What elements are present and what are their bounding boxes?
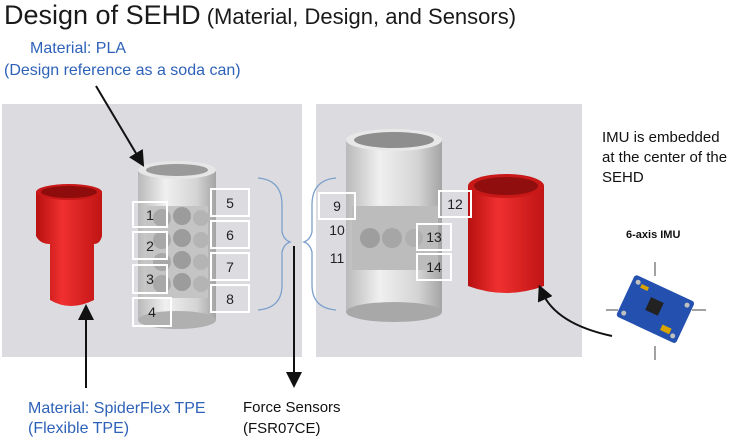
- flexible-tpe-label: (Flexible TPE): [28, 420, 130, 437]
- tpe-cap-right: [468, 174, 544, 293]
- sensor-label-11: 11: [329, 250, 345, 266]
- sensor-label-13: 13: [416, 223, 452, 251]
- imu-board: [616, 275, 695, 343]
- imu-note-line-3: SEHD: [602, 169, 644, 186]
- sensor-label-1: 1: [132, 201, 168, 228]
- imu-note-line-1: IMU is embedded: [602, 129, 720, 146]
- sensor-label-2: 2: [132, 231, 168, 260]
- imu-note-line-2: at the center of the: [602, 149, 728, 166]
- page-title: Design of SEHD (Material, Design, and Se…: [4, 0, 516, 31]
- sensor-label-14: 14: [416, 253, 452, 281]
- title-subtitle: (Material, Design, and Sensors): [200, 4, 517, 29]
- sensor-label-9: 9: [318, 192, 356, 220]
- left-bracket: [257, 177, 293, 311]
- force-sensors-label: Force Sensors: [243, 399, 341, 416]
- sensor-label-7: 7: [210, 252, 250, 281]
- arrow-pla: [95, 85, 145, 167]
- right-bracket: [301, 177, 337, 311]
- arrow-imu: [537, 284, 613, 337]
- material-pla-label: Material: PLA: [30, 40, 127, 57]
- sensor-model-label: (FSR07CE): [243, 420, 321, 437]
- pla-cylinder-right: [346, 129, 442, 322]
- sensor-label-4: 4: [132, 297, 172, 327]
- sensor-label-3: 3: [132, 264, 168, 294]
- sensor-label-5: 5: [210, 188, 250, 217]
- imu-axes: [606, 262, 706, 360]
- material-tpe-label: Material: SpiderFlex TPE: [28, 400, 206, 417]
- design-reference-label: (Design reference as a soda can): [4, 62, 241, 79]
- title-main: Design of SEHD: [4, 0, 201, 30]
- sensor-label-12: 12: [438, 190, 472, 218]
- sensor-label-6: 6: [210, 220, 250, 249]
- imu-caption: 6-axis IMU: [626, 229, 681, 241]
- tpe-cap-left: [36, 184, 102, 306]
- sensor-label-8: 8: [210, 284, 250, 313]
- sensor-label-10: 10: [329, 222, 345, 238]
